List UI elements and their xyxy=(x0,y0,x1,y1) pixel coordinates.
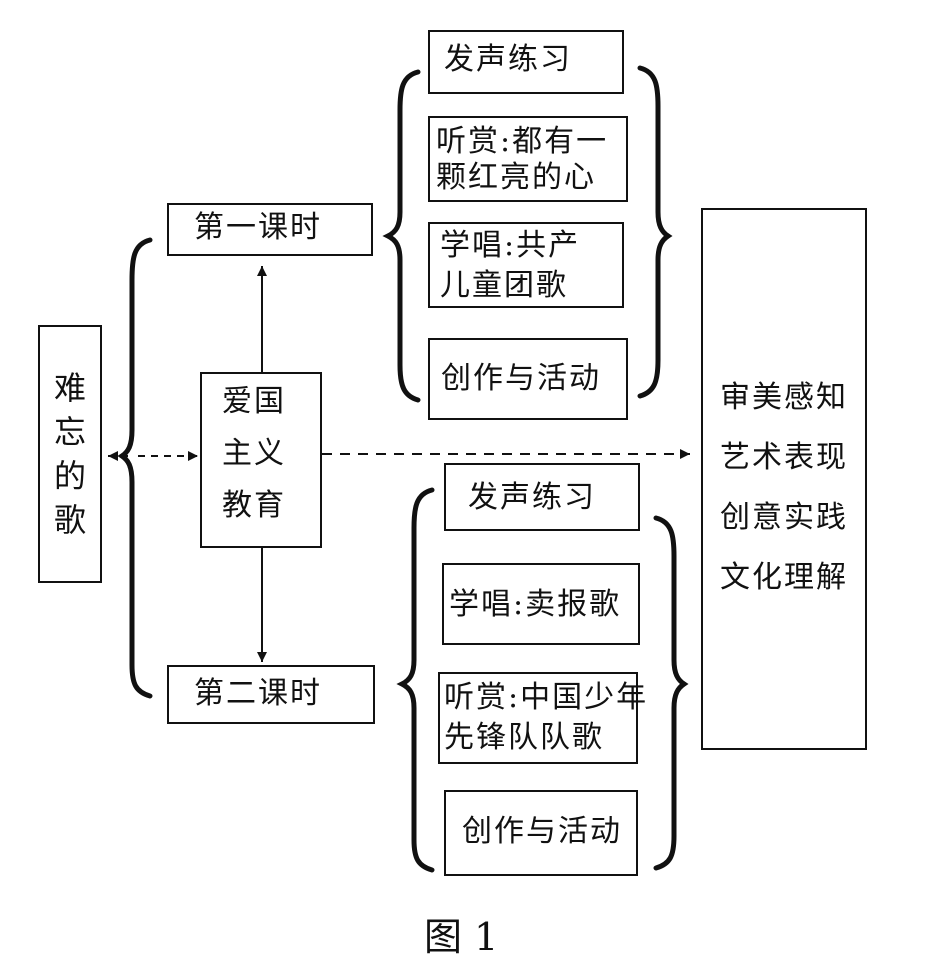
lesson2-activity-box xyxy=(442,563,640,645)
center-line-1: 爱国 xyxy=(222,384,286,419)
lesson2-activity-text: 创作与活动 xyxy=(462,814,622,849)
lesson1-activity-text: 听赏:都有一 xyxy=(436,124,609,159)
literacy-item: 审美感知 xyxy=(720,380,848,415)
lesson1-activity-text: 颗红亮的心 xyxy=(436,160,596,195)
lesson1-activity-text: 发声练习 xyxy=(444,42,572,77)
lesson1-title: 第一课时 xyxy=(194,210,322,245)
lesson1-activity-text: 创作与活动 xyxy=(441,361,601,396)
song-title-box xyxy=(38,325,102,583)
literacy-item: 文化理解 xyxy=(720,560,848,595)
lesson1-left-brace xyxy=(382,69,421,403)
lesson1-activity-box xyxy=(428,116,628,202)
lesson2-title: 第二课时 xyxy=(194,676,322,711)
lesson2-right-brace xyxy=(653,515,689,871)
literacy-box xyxy=(701,208,867,750)
lesson2-activity-box xyxy=(438,672,638,764)
lesson2-activity-text: 学唱:卖报歌 xyxy=(449,587,622,622)
lesson2-left-brace xyxy=(396,487,435,873)
literacy-item: 艺术表现 xyxy=(720,440,848,475)
lesson1-activity-text: 学唱:共产 xyxy=(440,228,581,263)
lesson1-activity-text: 儿童团歌 xyxy=(440,268,568,303)
center-line-2: 主义 xyxy=(222,436,286,471)
left-brace xyxy=(117,237,153,699)
center-theme-box xyxy=(200,372,322,548)
literacy-item: 创意实践 xyxy=(720,500,848,535)
lesson2-activity-box xyxy=(444,463,640,531)
song-title: 难忘的歌 xyxy=(53,369,86,539)
lesson1-activity-box xyxy=(428,338,628,420)
lesson2-activity-text: 发声练习 xyxy=(468,480,596,515)
lesson1-activity-box xyxy=(428,222,624,308)
figure-caption: 图 1 xyxy=(424,915,499,959)
lesson1-activity-box xyxy=(428,30,624,94)
lesson1-title-box xyxy=(167,203,373,256)
center-line-3: 教育 xyxy=(222,488,286,523)
lesson1-right-brace xyxy=(637,65,673,399)
lesson2-activity-text: 听赏:中国少年 xyxy=(444,680,649,715)
lesson2-activity-text: 先锋队队歌 xyxy=(444,720,604,755)
lesson2-activity-box xyxy=(444,790,638,876)
lesson2-title-box xyxy=(167,665,375,724)
